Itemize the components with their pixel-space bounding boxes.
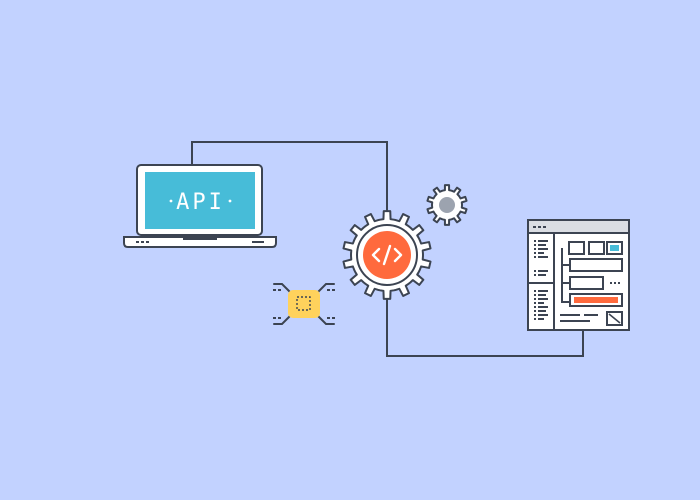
- window-highlight-bar: [574, 297, 618, 303]
- laptop-dot-2: [141, 241, 144, 243]
- window-content-box-2: [569, 276, 604, 290]
- laptop-base-line: [252, 241, 264, 243]
- laptop-base: [123, 236, 277, 248]
- window-top-boxes: [568, 241, 623, 255]
- browser-window-icon: [527, 219, 630, 331]
- window-title-bar: [529, 221, 628, 233]
- screen-dot-left: [169, 199, 173, 203]
- chip-icon: [273, 283, 335, 325]
- gear-icon: [426, 184, 468, 226]
- laptop-notch: [183, 237, 217, 240]
- gear-to-window-connector: [386, 296, 584, 357]
- laptop-to-gear-connector: [191, 141, 388, 214]
- laptop-dot-1: [136, 241, 139, 243]
- gear-code-icon: [342, 210, 432, 300]
- chip-body: [288, 290, 320, 318]
- window-content-box-1: [569, 258, 623, 272]
- connector-lines: [191, 141, 584, 357]
- laptop-icon: API: [123, 164, 277, 248]
- laptop-screen: [145, 172, 255, 229]
- window-tree-connectors: [561, 248, 570, 303]
- chip-leads: [273, 283, 335, 325]
- laptop-screen-label: API: [176, 190, 225, 215]
- screen-dot-right: [228, 199, 232, 203]
- sidebar-list-icons: [534, 240, 548, 320]
- content-box-2-dots: [610, 282, 620, 284]
- laptop-dot-3: [146, 241, 149, 243]
- title-bar-dots: [533, 226, 546, 228]
- small-gear-core: [439, 197, 455, 213]
- window-footer-lines: [560, 314, 598, 322]
- code-symbol-icon: [371, 244, 403, 266]
- chip-lead-dots: [273, 289, 335, 319]
- window-corner-diagonal: [608, 313, 621, 324]
- chip-inner-square: [296, 296, 311, 311]
